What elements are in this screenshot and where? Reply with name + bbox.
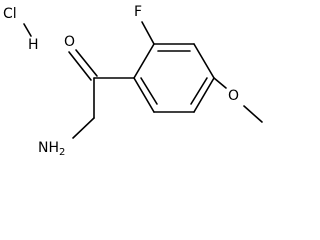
carbonyl-group: O — [64, 34, 98, 81]
carbonyl-double-bond-1 — [68, 51, 92, 81]
ch2-to-n-bond — [72, 117, 95, 139]
hydrogen-label: H — [28, 37, 39, 53]
amine-subscript-text: 2 — [59, 147, 65, 158]
ring-inner-double-bond-3 — [140, 77, 158, 105]
methoxy-oxygen-label: O — [228, 88, 239, 104]
ring-bond-c4-c5 — [193, 77, 215, 113]
chemical-structure-diagram: Cl H O NH2 F O — [3, 4, 263, 158]
methoxy-substituent: O — [213, 77, 263, 123]
carbonyl-double-bond-2 — [75, 49, 98, 77]
h-cl-bond — [23, 23, 32, 37]
benzene-ring — [133, 43, 215, 113]
ring-bond-c1-c2 — [133, 43, 155, 79]
amine-label: NH2 — [38, 140, 65, 158]
c-o-methoxy-bond — [213, 77, 227, 89]
ring-inner-double-bond-2 — [190, 77, 208, 105]
o-methyl-bond — [243, 105, 263, 123]
amine-nh-text: NH — [38, 140, 59, 156]
chlorine-label: Cl — [3, 6, 17, 22]
c-f-bond — [141, 21, 155, 45]
carbonyl-oxygen-label: O — [64, 34, 75, 50]
aminomethyl-chain: NH2 — [38, 77, 95, 158]
hcl-salt: Cl H — [3, 6, 39, 53]
fluoro-substituent: F — [134, 4, 155, 45]
ring-bond-c6-c1 — [133, 77, 155, 113]
fluorine-label: F — [134, 4, 142, 20]
ring-bond-c3-c4 — [193, 43, 215, 79]
